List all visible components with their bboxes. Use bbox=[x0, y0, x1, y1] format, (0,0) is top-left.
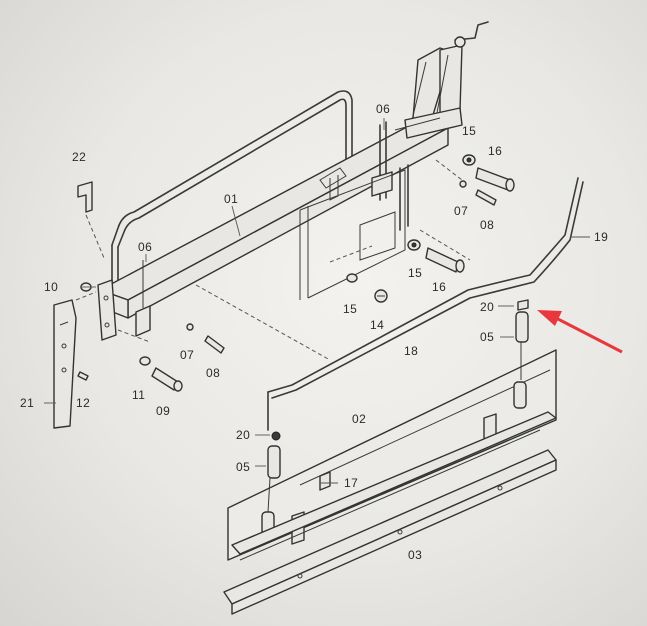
fasteners-upper-right bbox=[459, 154, 515, 206]
label-19: 19 bbox=[594, 230, 609, 244]
label-14: 14 bbox=[370, 318, 385, 332]
label-09: 09 bbox=[156, 404, 171, 418]
label-20-right: 20 bbox=[480, 300, 495, 314]
hanging-plate bbox=[299, 169, 406, 300]
label-leaders bbox=[44, 118, 590, 484]
label-01: 01 bbox=[224, 192, 239, 206]
rod-18-19 bbox=[267, 177, 584, 431]
fasteners-left bbox=[77, 282, 225, 392]
label-06-left: 06 bbox=[138, 240, 153, 254]
red-pointer-arrow bbox=[537, 310, 623, 354]
label-11: 11 bbox=[132, 388, 146, 402]
leg-bracket-21 bbox=[53, 291, 97, 429]
label-17: 17 bbox=[344, 476, 359, 490]
panel-02 bbox=[227, 349, 557, 561]
label-15-low: 15 bbox=[343, 302, 358, 316]
label-02: 02 bbox=[352, 412, 367, 426]
label-18: 18 bbox=[404, 344, 419, 358]
label-03: 03 bbox=[408, 548, 423, 562]
label-16-top: 16 bbox=[488, 144, 503, 158]
label-16-mid: 16 bbox=[432, 280, 447, 294]
label-07-left: 07 bbox=[180, 348, 195, 362]
label-15-top: 15 bbox=[462, 124, 477, 138]
label-21: 21 bbox=[20, 396, 35, 410]
label-22: 22 bbox=[72, 150, 87, 164]
label-05-left: 05 bbox=[236, 460, 251, 474]
bracket-06-left bbox=[135, 260, 151, 337]
clip-22 bbox=[77, 181, 105, 259]
label-12: 12 bbox=[76, 396, 91, 410]
assembly-dashes bbox=[117, 159, 471, 361]
label-05-right: 05 bbox=[480, 330, 495, 344]
label-06-upper: 06 bbox=[376, 102, 391, 116]
bracket-06-upper bbox=[371, 121, 409, 231]
bottom-rail-03 bbox=[223, 411, 557, 615]
jack-mechanism bbox=[394, 21, 489, 139]
label-08-right: 08 bbox=[480, 218, 495, 232]
left-end-plate bbox=[97, 279, 117, 341]
fasteners-low bbox=[346, 273, 388, 303]
main-beam bbox=[99, 119, 449, 319]
label-15-mid: 15 bbox=[408, 266, 423, 280]
guard-frame-01 bbox=[111, 90, 353, 296]
label-20-left: 20 bbox=[236, 428, 251, 442]
link-05-right bbox=[513, 299, 529, 409]
label-07-right: 07 bbox=[454, 204, 469, 218]
label-08-left: 08 bbox=[206, 366, 221, 380]
fasteners-mid-right bbox=[407, 239, 465, 273]
label-10: 10 bbox=[44, 280, 59, 294]
